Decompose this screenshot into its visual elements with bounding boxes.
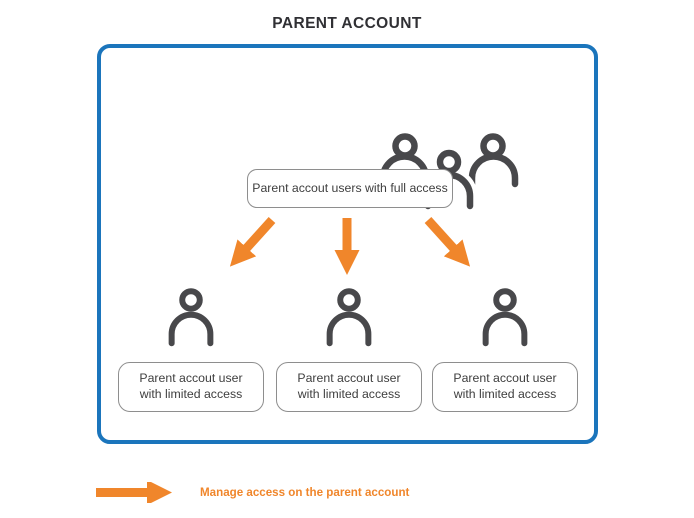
- user-icon: [168, 288, 214, 347]
- user-icon: [326, 288, 372, 347]
- flow-arrows: [229, 216, 471, 275]
- full-access-label-text: Parent accout users with full access: [252, 180, 448, 195]
- down-left-arrow: [229, 216, 276, 267]
- legend-label: Manage access on the parent account: [200, 486, 410, 499]
- limited-access-label-text: Parent accout user with limited access: [453, 371, 557, 401]
- limited-access-label: Parent accout user with limited access: [432, 362, 578, 412]
- limited-access-label-text: Parent accout user with limited access: [297, 371, 401, 401]
- limited-access-label: Parent accout user with limited access: [276, 362, 422, 412]
- right-arrow-icon: [96, 482, 172, 503]
- full-access-label: Parent accout users with full access: [247, 169, 453, 208]
- user-icon: [482, 288, 528, 347]
- down-right-arrow: [424, 216, 471, 267]
- limited-access-label-text: Parent accout user with limited access: [139, 371, 243, 401]
- limited-access-label: Parent accout user with limited access: [118, 362, 264, 412]
- page-title: PARENT ACCOUNT: [272, 15, 422, 32]
